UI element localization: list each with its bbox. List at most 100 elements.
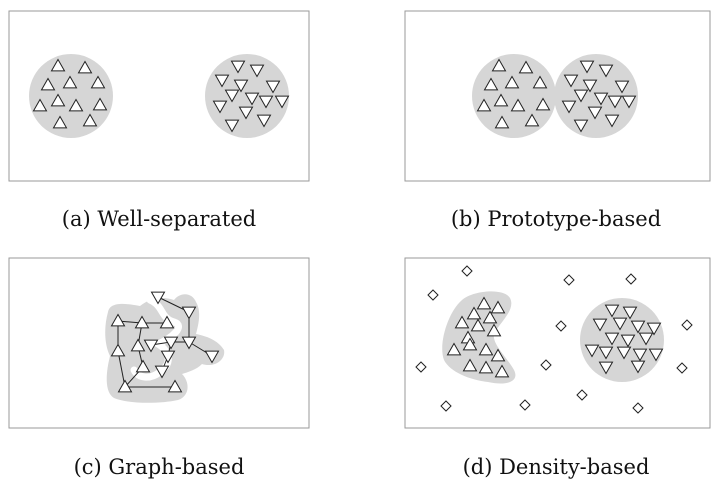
- diamond-icon: [427, 289, 439, 301]
- triangle-up-icon: [466, 306, 482, 320]
- triangle-down-icon: [612, 317, 628, 331]
- diamond-icon: [632, 402, 644, 414]
- triangle-up-icon: [77, 60, 93, 74]
- triangle-down-icon: [593, 92, 609, 106]
- triangle-down-icon: [230, 60, 246, 74]
- triangle-down-icon: [630, 360, 646, 374]
- triangle-up-icon: [462, 358, 478, 372]
- cluster-circle-up: [29, 54, 113, 138]
- triangle-down-icon: [622, 306, 638, 320]
- diamond-icon: [540, 359, 552, 371]
- triangle-up-icon: [470, 318, 486, 332]
- triangle-down-icon: [233, 79, 249, 93]
- triangle-up-icon: [134, 315, 150, 329]
- triangle-up-icon: [167, 379, 183, 393]
- panel-density-based: (d) Density-based: [404, 257, 711, 479]
- triangle-up-icon: [40, 77, 56, 91]
- diamond-icon: [461, 265, 473, 277]
- triangle-up-icon: [482, 310, 498, 324]
- triangle-up-icon: [90, 75, 106, 89]
- triangle-down-icon: [620, 334, 636, 348]
- triangle-down-icon: [238, 106, 254, 120]
- triangle-up-icon: [532, 75, 548, 89]
- triangle-up-icon: [446, 342, 462, 356]
- triangle-down-icon: [573, 119, 589, 133]
- caption-graph-based: (c) Graph-based: [74, 455, 245, 479]
- triangle-down-icon: [224, 89, 240, 103]
- diamond-icon: [676, 362, 688, 374]
- triangle-down-icon: [212, 100, 228, 114]
- triangle-up-icon: [82, 113, 98, 127]
- triangle-up-icon: [494, 115, 510, 129]
- triangle-up-icon: [535, 97, 551, 111]
- triangle-down-icon: [563, 74, 579, 88]
- triangle-up-icon: [478, 360, 494, 374]
- diamond-icon: [555, 320, 567, 332]
- triangle-down-icon: [598, 64, 614, 78]
- diamond-icon: [519, 399, 531, 411]
- triangle-up-icon: [490, 300, 506, 314]
- diamond-icon: [625, 273, 637, 285]
- triangle-up-icon: [494, 364, 510, 378]
- triangle-down-icon: [573, 89, 589, 103]
- panel-graph-based: (c) Graph-based: [8, 257, 310, 479]
- panel-prototype-based: (b) Prototype-based: [404, 10, 711, 231]
- triangle-down-icon: [181, 336, 197, 350]
- triangle-up-icon: [486, 323, 502, 337]
- triangle-down-icon: [607, 95, 623, 109]
- triangle-down-icon: [160, 350, 176, 364]
- caption-well-separated: (a) Well-separated: [62, 207, 256, 231]
- triangle-up-icon: [50, 93, 66, 107]
- triangle-up-icon: [117, 379, 133, 393]
- caption-density-based: (d) Density-based: [463, 455, 650, 479]
- triangle-up-icon: [483, 77, 499, 91]
- triangle-up-icon: [135, 359, 151, 373]
- cluster-circle-down: [580, 298, 664, 382]
- triangle-down-icon: [616, 346, 632, 360]
- triangle-up-icon: [32, 98, 48, 112]
- triangle-down-icon: [150, 291, 166, 305]
- triangle-up-icon: [92, 97, 108, 111]
- triangle-down-icon: [214, 74, 230, 88]
- triangle-up-icon: [510, 98, 526, 112]
- triangle-up-icon: [491, 58, 507, 72]
- triangle-down-icon: [258, 95, 274, 109]
- triangle-down-icon: [154, 365, 170, 379]
- triangle-up-icon: [110, 313, 126, 327]
- triangle-up-icon: [478, 342, 494, 356]
- triangle-down-icon: [244, 92, 260, 106]
- triangle-down-icon: [181, 306, 197, 320]
- diamond-icon: [415, 361, 427, 373]
- triangle-down-icon: [587, 106, 603, 120]
- triangle-up-icon: [493, 93, 509, 107]
- triangle-down-icon: [143, 339, 159, 353]
- triangle-down-icon: [561, 100, 577, 114]
- triangle-up-icon: [62, 75, 78, 89]
- triangle-down-icon: [579, 60, 595, 74]
- triangle-up-icon: [68, 98, 84, 112]
- triangle-up-icon: [110, 343, 126, 357]
- triangle-up-icon: [130, 338, 146, 352]
- triangle-down-icon: [274, 95, 290, 109]
- triangle-down-icon: [598, 346, 614, 360]
- triangle-down-icon: [614, 80, 630, 94]
- triangle-up-icon: [476, 296, 492, 310]
- markers-group: [476, 58, 637, 133]
- triangle-up-icon: [462, 337, 478, 351]
- cluster-circle-up: [472, 54, 556, 138]
- triangle-down-icon: [604, 304, 620, 318]
- triangle-up-icon: [159, 315, 175, 329]
- graph-edge: [117, 350, 126, 388]
- triangle-down-icon: [256, 114, 272, 128]
- triangle-down-icon: [638, 332, 654, 346]
- markers-group: [415, 265, 693, 414]
- markers-group: [32, 58, 290, 133]
- triangle-down-icon: [604, 114, 620, 128]
- triangle-up-icon: [518, 60, 534, 74]
- triangle-up-icon: [52, 115, 68, 129]
- triangle-down-icon: [204, 350, 220, 364]
- triangle-down-icon: [632, 348, 648, 362]
- triangle-down-icon: [582, 79, 598, 93]
- caption-prototype-based: (b) Prototype-based: [451, 207, 661, 231]
